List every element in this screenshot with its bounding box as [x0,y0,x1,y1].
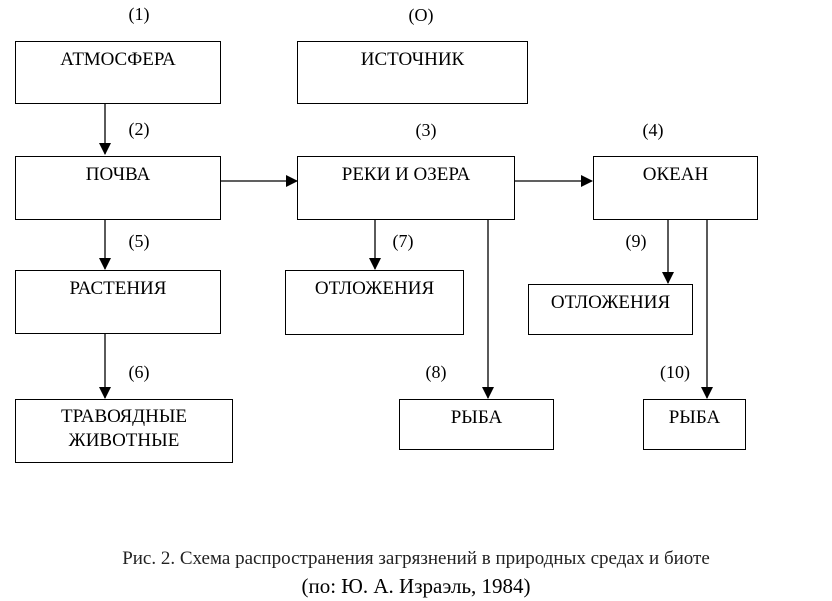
fish2-number: (10) [660,362,690,382]
node-sediments2: ОТЛОЖЕНИЯ [528,284,693,335]
node-sediments1: ОТЛОЖЕНИЯ [285,270,464,335]
plants-number: (5) [128,231,150,251]
atmosphere-number: (1) [128,4,150,24]
node-sediments2-label: ОТЛОЖЕНИЯ [550,292,671,313]
herbivores-number: (6) [128,362,150,382]
rivers-number: (3) [415,120,437,140]
figure-caption: Рис. 2. Схема распространения загрязнени… [122,548,710,569]
node-fish2: РЫБА [643,399,746,450]
node-herbivores-label-line2: ЖИВОТНЫЕ [68,430,180,451]
node-herbivores-label-line1: ТРАВОЯДНЫЕ [60,406,188,427]
node-fish1-label: РЫБА [450,407,503,428]
sediments2-number: (9) [625,231,647,251]
node-sediments1-label: ОТЛОЖЕНИЯ [314,278,435,299]
node-ocean-label: ОКЕАН [642,164,709,185]
node-ocean: ОКЕАН [593,156,758,220]
node-plants: РАСТЕНИЯ [15,270,221,334]
sediments1-number: (7) [392,231,414,251]
node-source-label: ИСТОЧНИК [360,49,465,70]
fish1-number: (8) [425,362,447,382]
node-rivers-label: РЕКИ И ОЗЕРА [341,164,471,185]
node-fish2-label: РЫБА [668,407,721,428]
ocean-number: (4) [642,120,664,140]
node-fish1: РЫБА [399,399,554,450]
node-soil-label: ПОЧВА [85,164,151,185]
node-rivers: РЕКИ И ОЗЕРА [297,156,515,220]
node-atmosphere-label: АТМОСФЕРА [60,49,176,70]
node-plants-label: РАСТЕНИЯ [69,278,167,299]
soil-number: (2) [128,119,150,139]
node-atmosphere: АТМОСФЕРА [15,41,221,104]
node-source: ИСТОЧНИК [297,41,528,104]
node-herbivores: ТРАВОЯДНЫЕ ЖИВОТНЫЕ [15,399,233,463]
node-soil: ПОЧВА [15,156,221,220]
source-number: (О) [408,5,434,25]
figure-source-citation: (по: Ю. А. Израэль, 1984) [301,574,531,598]
